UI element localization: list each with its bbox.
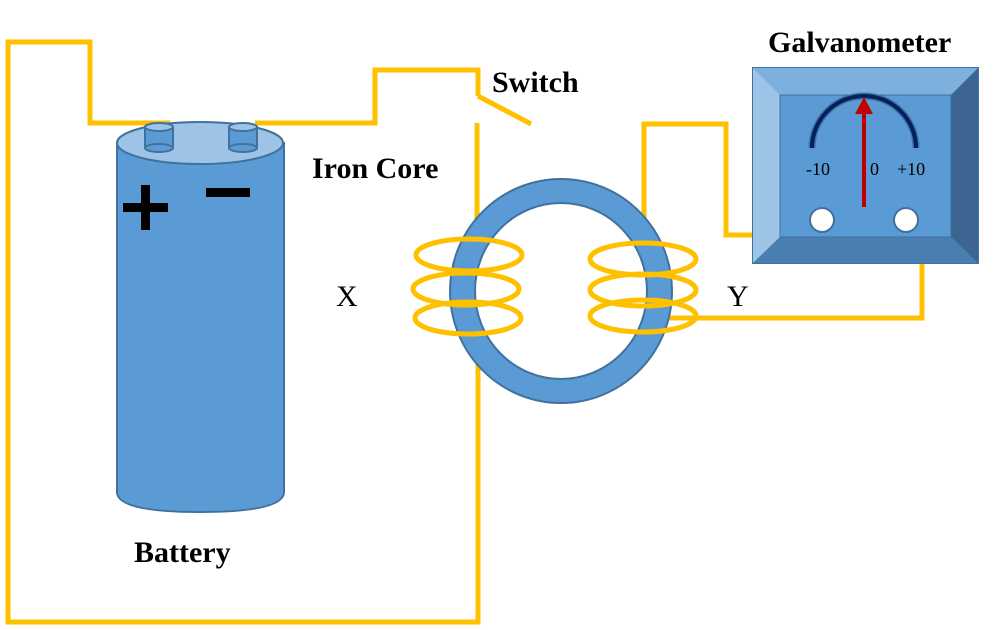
coil-y (587, 240, 699, 335)
negative-sign-icon (206, 188, 250, 197)
switch-label: Switch (492, 66, 579, 99)
switch-blade (476, 93, 533, 127)
scale-label-zero: 0 (870, 159, 879, 179)
positive-sign-icon (123, 185, 168, 230)
galvanometer: -10 0 +10 (752, 67, 979, 264)
galvanometer-terminal-right (893, 207, 919, 233)
iron-core (449, 178, 673, 404)
galvanometer-terminal-left (809, 207, 835, 233)
iron-core-label: Iron Core (312, 152, 438, 185)
battery (116, 121, 285, 514)
wire-battery-negative-to-switch (255, 67, 481, 126)
battery-top (116, 121, 284, 165)
battery-label: Battery (134, 536, 231, 569)
scale-label-min: -10 (806, 159, 830, 179)
coil-y-label: Y (727, 280, 749, 313)
battery-body (116, 142, 285, 514)
wire-battery-positive (5, 39, 481, 625)
galvanometer-label: Galvanometer (768, 26, 951, 59)
coil-x (410, 236, 525, 337)
galvanometer-needle (855, 97, 873, 207)
battery-terminal-positive (144, 122, 174, 153)
coil-x-label: X (336, 280, 358, 313)
battery-terminal-negative (228, 122, 258, 153)
scale-label-max: +10 (897, 159, 925, 179)
